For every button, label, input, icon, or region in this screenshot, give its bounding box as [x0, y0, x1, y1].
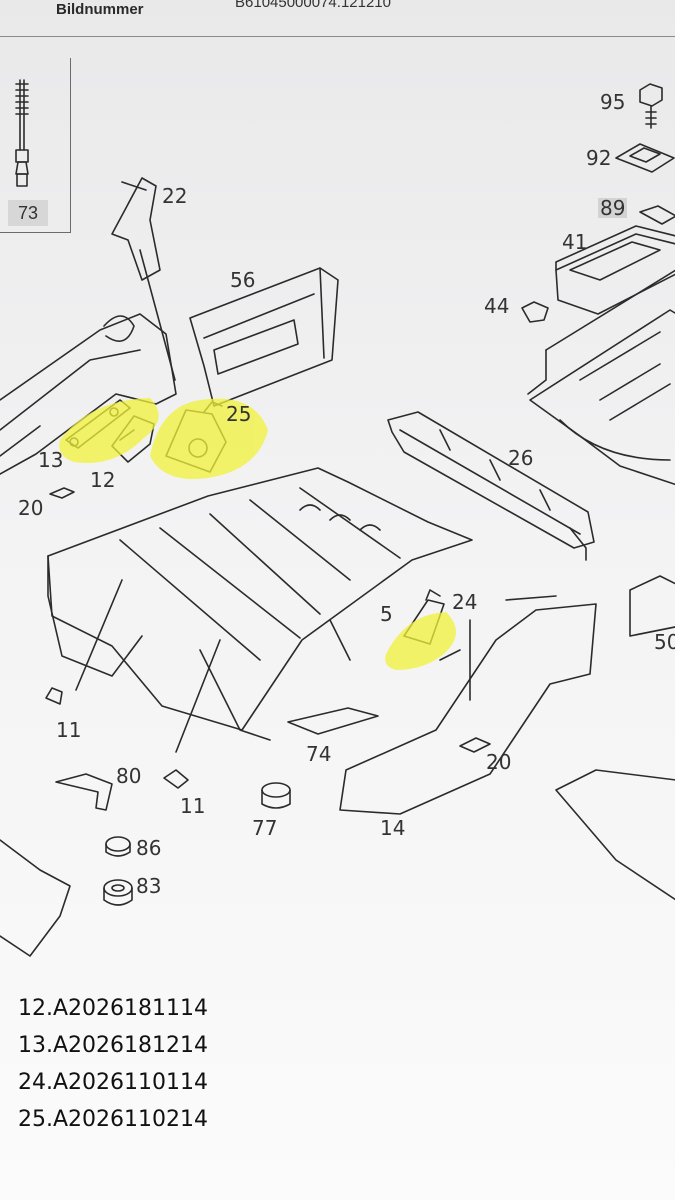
callout-89: 89 — [598, 196, 628, 220]
callout-44: 44 — [484, 294, 510, 318]
bracket-89-drawing — [639, 205, 675, 225]
callout-83: 83 — [136, 874, 162, 898]
plug-77-drawing — [261, 782, 291, 809]
highlight-overlays — [59, 398, 456, 670]
rear-sill-14-drawing — [339, 595, 597, 815]
clip-44-drawing — [521, 301, 549, 323]
bracket-92-drawing — [615, 143, 675, 173]
front-longitudinal-drawing — [0, 313, 177, 475]
callout-12: 12 — [90, 468, 116, 492]
plate-74-drawing — [287, 707, 379, 735]
part-number-item: 12.A2026181114 — [18, 996, 209, 1021]
clip-11a-drawing — [45, 687, 63, 705]
header-image-number-label: Bildnummer — [56, 1, 144, 18]
panel-41-drawing — [555, 225, 675, 315]
crossmember-56-drawing — [189, 267, 339, 407]
rear-right-assembly-drawing — [555, 769, 675, 901]
callout-50: 50 — [654, 630, 675, 654]
callout-13: 13 — [38, 448, 64, 472]
header-image-code: B61045000074.121210 — [235, 0, 391, 11]
callout-25: 25 — [226, 402, 252, 426]
floor-pan-drawing — [47, 467, 473, 753]
part-number-item: 24.A2026110114 — [18, 1070, 209, 1095]
bolt-95-drawing — [639, 83, 663, 129]
clip-11b-drawing — [163, 769, 189, 789]
part-50-drawing — [629, 575, 675, 637]
callout-77: 77 — [252, 816, 278, 840]
part-number-item: 25.A2026110214 — [18, 1107, 209, 1132]
callout-20-upper: 20 — [18, 496, 44, 520]
fastener-inset-frame — [0, 58, 71, 233]
part-number-item: 13.A2026181214 — [18, 1033, 209, 1058]
callout-80: 80 — [116, 764, 142, 788]
callout-26: 26 — [508, 446, 534, 470]
callout-11-right: 11 — [180, 794, 206, 818]
callout-24: 24 — [452, 590, 478, 614]
grommet-86-drawing — [105, 836, 131, 857]
callout-41: 41 — [562, 230, 588, 254]
callout-22: 22 — [162, 184, 188, 208]
callout-11-left: 11 — [56, 718, 82, 742]
callout-92: 92 — [586, 146, 612, 170]
callout-5: 5 — [380, 602, 393, 626]
callout-56: 56 — [230, 268, 256, 292]
nut-83-drawing — [103, 879, 133, 906]
rear-floor-assembly-drawing — [527, 269, 675, 486]
clip-20b-drawing — [459, 737, 491, 753]
highlight-12-13 — [59, 398, 159, 463]
callout-20-lower: 20 — [486, 750, 512, 774]
bracket-80-drawing — [55, 773, 113, 811]
inset-callout-73: 73 — [8, 200, 48, 226]
callout-74: 74 — [306, 742, 332, 766]
front-left-assembly-drawing — [0, 839, 71, 957]
clip-20-drawing — [49, 487, 75, 499]
callout-14: 14 — [380, 816, 406, 840]
callout-86: 86 — [136, 836, 162, 860]
crossmember-26-drawing — [387, 411, 595, 561]
highlight-25 — [150, 398, 268, 480]
callout-95: 95 — [600, 90, 626, 114]
part-number-list: 12.A2026181114 13.A2026181214 24.A202611… — [18, 990, 208, 1138]
pillar-bracket-22-drawing — [111, 177, 176, 381]
bolt-73-drawing — [15, 79, 29, 187]
highlight-24 — [385, 612, 456, 670]
header-divider — [0, 36, 675, 37]
